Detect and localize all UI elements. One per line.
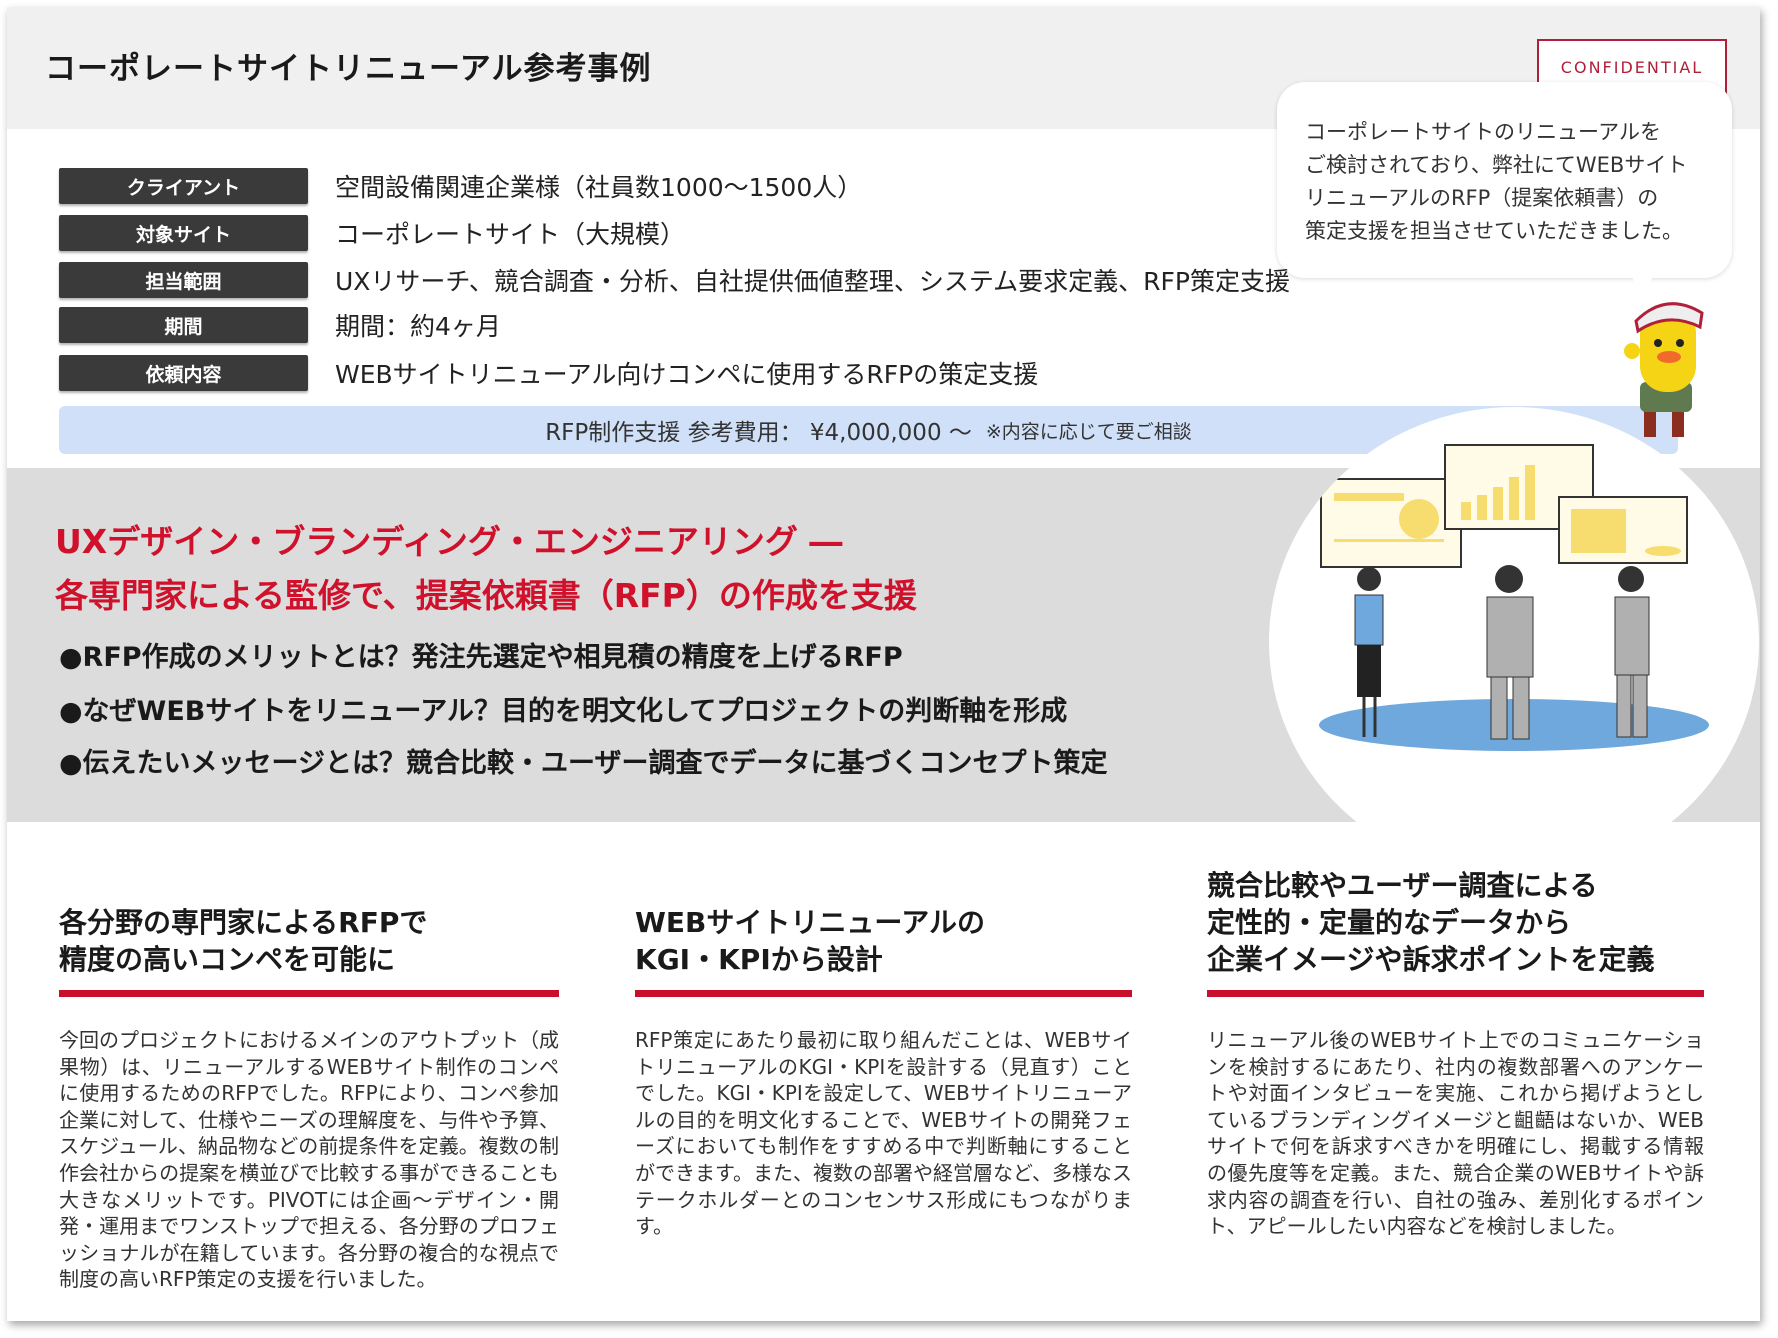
speech-bubble: コーポレートサイトのリニューアルを ご検討されており、弊社にてWEBサイト リニ… bbox=[1277, 82, 1732, 278]
column-heading: WEBサイトリニューアルの KGI・KPIから設計 bbox=[635, 867, 1132, 978]
column-divider bbox=[635, 990, 1132, 997]
column-heading-line: WEBサイトリニューアルの bbox=[635, 906, 985, 939]
detail-value: コーポレートサイト（大規模） bbox=[335, 220, 686, 249]
column-heading: 競合比較やユーザー調査による 定性的・定量的なデータから 企業イメージや訴求ポイ… bbox=[1207, 867, 1704, 978]
bubble-line: 策定支援を担当させていただきました。 bbox=[1305, 219, 1683, 243]
column-heading-line: 精度の高いコンペを可能に bbox=[59, 943, 396, 976]
column-heading-line: 競合比較やユーザー調査による bbox=[1207, 869, 1598, 902]
detail-label: 期間 bbox=[59, 307, 308, 343]
detail-row-scope: 担当範囲 UXリサーチ、競合調査・分析、自社提供価値整理、システム要求定義、RFP… bbox=[59, 262, 1290, 298]
column-heading-line: KGI・KPIから設計 bbox=[635, 943, 883, 976]
detail-value: 期間：約4ヶ月 bbox=[335, 312, 501, 341]
detail-row-period: 期間期間：約4ヶ月 bbox=[59, 307, 501, 343]
column-expert-rfp: 各分野の専門家によるRFPで 精度の高いコンペを可能に 今回のプロジェクトにおけ… bbox=[59, 867, 559, 1293]
column-divider bbox=[1207, 990, 1704, 997]
column-heading-line: 各分野の専門家によるRFPで bbox=[59, 906, 428, 939]
business-meeting-illustration bbox=[1269, 407, 1759, 877]
detail-label: クライアント bbox=[59, 168, 308, 204]
person-man-center-icon bbox=[1486, 565, 1534, 740]
column-heading-line: 企業イメージや訴求ポイントを定義 bbox=[1207, 943, 1655, 976]
detail-label: 依頼内容 bbox=[59, 355, 308, 391]
person-man-right-icon bbox=[1614, 566, 1650, 738]
column-kgi-kpi: WEBサイトリニューアルの KGI・KPIから設計 RFP策定にあたり最初に取り… bbox=[635, 867, 1132, 1240]
bubble-tail bbox=[1627, 269, 1655, 299]
header-band: コーポレートサイトリニューアル参考事例 CONFIDENTIAL bbox=[7, 7, 1760, 129]
detail-label: 対象サイト bbox=[59, 215, 308, 251]
detail-row-site: 対象サイトコーポレートサイト（大規模） bbox=[59, 215, 685, 251]
column-body: 今回のプロジェクトにおけるメインのアウトプット（成果物）は、リニューアルするWE… bbox=[59, 1028, 559, 1292]
fee-note: ※内容に応じて要ご相談 bbox=[985, 420, 1192, 443]
detail-value: 空間設備関連企業様（社員数1000～1500人） bbox=[335, 173, 863, 202]
highlight-headline-line: UXデザイン・ブランディング・エンジニアリング ― bbox=[55, 522, 843, 561]
column-heading: 各分野の専門家によるRFPで 精度の高いコンペを可能に bbox=[59, 867, 559, 978]
pivot-mascot-icon bbox=[1624, 302, 1704, 437]
detail-row-client: クライアント空間設備関連企業様（社員数1000～1500人） bbox=[59, 168, 862, 204]
column-body: RFP策定にあたり最初に取り組んだことは、WEBサイトリニューアルのKGI・KP… bbox=[635, 1028, 1132, 1239]
fee-text: RFP制作支援 参考費用： ¥4,000,000 ～ bbox=[545, 420, 972, 446]
column-divider bbox=[59, 990, 559, 997]
highlight-bullet: ●伝えたいメッセージとは？競合比較・ユーザー調査でデータに基づくコンセプト策定 bbox=[59, 748, 1108, 779]
detail-value: UXリサーチ、競合調査・分析、自社提供価値整理、システム要求定義、RFP策定支援 bbox=[335, 267, 1291, 296]
detail-row-request: 依頼内容 WEBサイトリニューアル向けコンペに使用するRFPの策定支援 bbox=[59, 355, 1038, 391]
page-title: コーポレートサイトリニューアル参考事例 bbox=[45, 51, 652, 87]
bubble-line: ご検討されており、弊社にてWEBサイト bbox=[1305, 153, 1688, 177]
detail-value: WEBサイトリニューアル向けコンペに使用するRFPの策定支援 bbox=[335, 360, 1039, 389]
bubble-line: リニューアルのRFP（提案依頼書）の bbox=[1305, 186, 1659, 210]
highlight-bullet: ●RFP作成のメリットとは？発注先選定や相見積の精度を上げるRFP bbox=[59, 642, 903, 673]
person-woman-icon bbox=[1354, 567, 1384, 737]
highlight-bullet: ●なぜWEBサイトをリニューアル？目的を明文化してプロジェクトの判断軸を形成 bbox=[59, 696, 1068, 727]
column-body: リニューアル後のWEBサイト上でのコミュニケーションを検討するにあたり、社内の複… bbox=[1207, 1028, 1704, 1239]
column-competitive-research: 競合比較やユーザー調査による 定性的・定量的なデータから 企業イメージや訴求ポイ… bbox=[1207, 867, 1704, 1240]
detail-label: 担当範囲 bbox=[59, 262, 308, 298]
highlight-headline-line: 各専門家による監修で、提案依頼書（RFP）の作成を支援 bbox=[55, 576, 917, 615]
chart-board-icon bbox=[1320, 444, 1688, 568]
bubble-line: コーポレートサイトのリニューアルを bbox=[1305, 120, 1661, 144]
case-study-card: コーポレートサイトリニューアル参考事例 CONFIDENTIAL コーポレートサ… bbox=[7, 7, 1760, 1321]
column-heading-line: 定性的・定量的なデータから bbox=[1207, 906, 1572, 939]
